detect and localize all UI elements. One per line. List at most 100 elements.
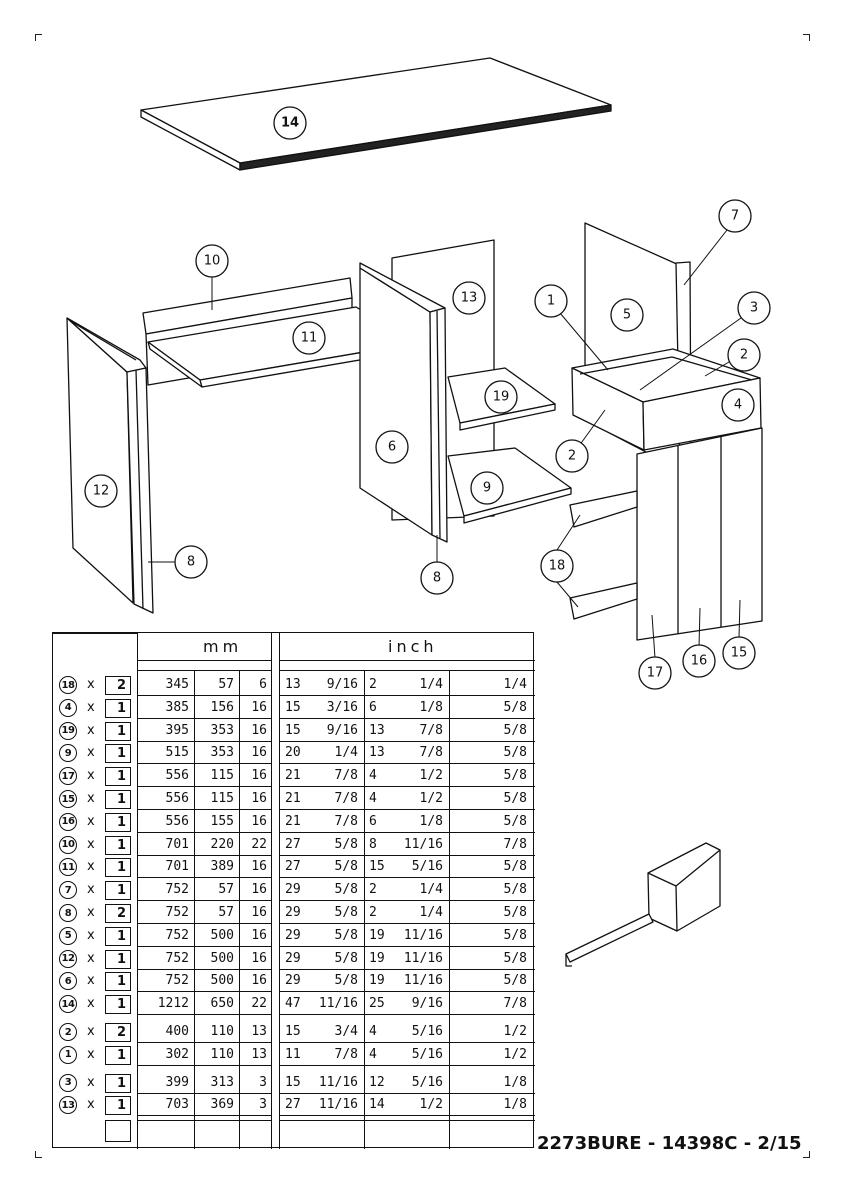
dimension-inch: 1/8	[503, 1074, 527, 1090]
dimension-mm: 399	[165, 1074, 189, 1090]
times-sign: x	[87, 745, 95, 761]
quantity-box: 1	[105, 1045, 131, 1065]
panel-6-middle	[359, 262, 446, 536]
table-rule	[279, 1120, 535, 1121]
crop-mark-bottom-left	[35, 1151, 42, 1158]
table-rule	[137, 740, 271, 742]
table-rule	[137, 1042, 271, 1043]
label-17: 17	[647, 666, 664, 681]
quantity-box: 2	[105, 904, 131, 923]
dimension-inch: 27	[285, 836, 301, 852]
dimension-mm: 752	[165, 905, 189, 920]
dimension-mm: 13	[251, 1046, 267, 1062]
dimension-inch: 5/8	[503, 699, 527, 715]
dimension-inch: 13	[285, 677, 301, 692]
table-rule	[137, 945, 271, 947]
dimension-inch: 5/8	[503, 950, 527, 966]
dimension-mm: 16	[251, 768, 267, 784]
panel-9-shelf	[447, 447, 572, 524]
dimension-inch: 29	[285, 950, 301, 966]
dimension-inch: 29	[285, 905, 301, 920]
table-rule	[137, 854, 271, 856]
label-16: 16	[691, 654, 708, 669]
dimension-mm: 16	[251, 722, 267, 738]
quantity-box: 1	[105, 721, 131, 741]
dimension-inch: 1/2	[419, 791, 443, 806]
dimension-inch: 1/8	[419, 699, 443, 715]
dimension-inch: 5/16	[411, 1046, 443, 1062]
table-rule	[279, 945, 535, 947]
quantity-box: 1	[105, 812, 131, 832]
dimension-inch: 14	[369, 1097, 385, 1113]
table-rule	[137, 1064, 271, 1066]
part-number-badge: 3	[59, 1073, 77, 1092]
dimension-mm: 752	[165, 950, 189, 966]
dimension-inch: 2	[369, 677, 377, 692]
table-rule	[137, 670, 271, 671]
table-rule	[137, 831, 271, 833]
crop-mark-top-left	[35, 34, 42, 41]
dimension-mm: 353	[210, 745, 234, 761]
quantity-box: 1	[105, 835, 131, 855]
times-sign: x	[87, 973, 95, 989]
times-sign: x	[87, 996, 95, 1012]
part-number-badge: 12	[59, 949, 77, 968]
times-sign: x	[87, 791, 95, 806]
dimension-mm: 752	[165, 973, 189, 989]
times-sign: x	[87, 1046, 95, 1062]
table-rule	[137, 695, 271, 696]
dimension-inch: 5/8	[334, 836, 358, 852]
dimension-mm: 313	[210, 1074, 234, 1090]
dimension-inch: 5/8	[503, 905, 527, 920]
quantity-box: 1	[105, 858, 131, 878]
table-rule	[279, 1115, 535, 1117]
dimension-mm: 57	[218, 677, 234, 692]
dimension-inch: 15	[285, 1074, 301, 1090]
dimension-mm: 556	[165, 791, 189, 806]
table-rule	[279, 1042, 535, 1043]
dimension-inch: 1/4	[419, 905, 443, 920]
table-rule	[271, 633, 272, 1149]
panel-12-left-side	[66, 317, 147, 604]
table-rule	[279, 923, 535, 924]
times-sign: x	[87, 699, 95, 715]
label-8-left: 8	[187, 555, 195, 570]
dimension-mm: 16	[251, 927, 267, 943]
dimension-mm: 500	[210, 950, 234, 966]
table-rule	[279, 695, 535, 696]
part-number-badge: 4	[59, 698, 77, 717]
table-rule	[279, 717, 535, 719]
times-sign: x	[87, 950, 95, 966]
dimension-inch: 1/4	[503, 677, 527, 692]
dimension-inch: 1/2	[503, 1024, 527, 1039]
dimension-inch: 21	[285, 791, 301, 806]
dimension-inch: 20	[285, 745, 301, 761]
dimension-inch: 5/8	[334, 905, 358, 920]
dimension-inch: 9/16	[411, 996, 443, 1012]
table-rule	[137, 900, 271, 902]
dimension-mm: 500	[210, 973, 234, 989]
dimension-inch: 6	[369, 699, 377, 715]
tape-measure-illustration	[565, 842, 721, 967]
dimension-inch: 4	[369, 791, 377, 806]
dimension-mm: 1212	[157, 996, 189, 1012]
label-8-right: 8	[433, 571, 441, 586]
crop-mark-top-right	[803, 34, 810, 41]
document-code: 2273BURE - 14398C - 2/15	[537, 1133, 802, 1154]
dimension-inch: 11/16	[318, 1097, 358, 1113]
dimension-inch: 5/8	[334, 859, 358, 875]
quantity-box: 1	[105, 881, 131, 901]
table-rule	[137, 786, 271, 788]
dimension-mm: 16	[251, 699, 267, 715]
times-sign: x	[87, 927, 95, 943]
dimension-inch: 1/2	[419, 1097, 443, 1113]
dimension-inch: 47	[285, 996, 301, 1012]
dimension-inch: 21	[285, 813, 301, 829]
label-7: 7	[731, 209, 739, 224]
quantity-box: 2	[105, 676, 131, 695]
quantity-box: 2	[105, 1023, 131, 1042]
dimension-inch: 1/8	[419, 813, 443, 829]
table-rule	[279, 633, 280, 1149]
times-sign: x	[87, 1024, 95, 1039]
